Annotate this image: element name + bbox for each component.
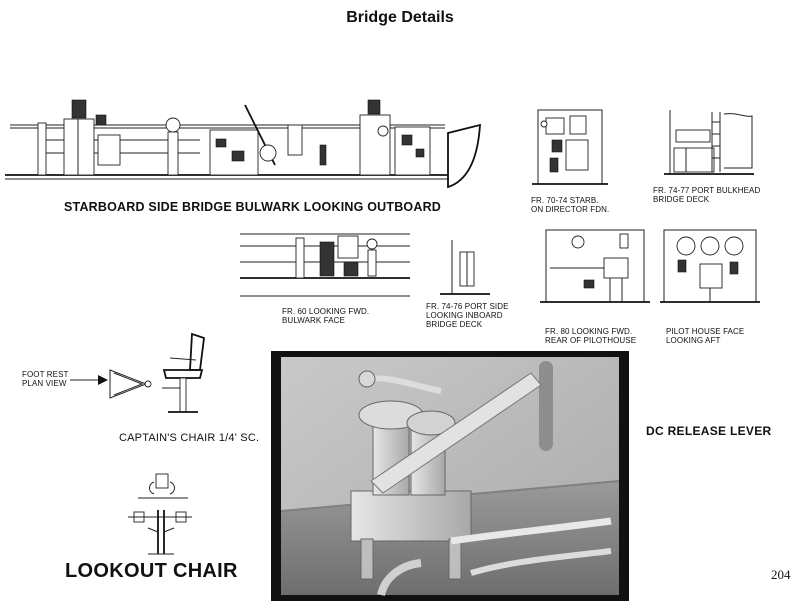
foot-rest-caption: FOOT REST PLAN VIEW <box>22 370 69 388</box>
lookout-chair-drawing <box>128 473 192 555</box>
starboard-bulwark-drawing <box>5 99 481 189</box>
lookout-chair-caption: LOOKOUT CHAIR <box>65 560 238 582</box>
captains-chair-caption: CAPTAIN'S CHAIR 1/4' SC. <box>119 432 260 444</box>
page-title: Bridge Details <box>346 9 454 26</box>
dc-release-lever-photo <box>271 351 629 601</box>
fr74-77-drawing <box>664 110 754 175</box>
foot-rest-arrow <box>70 375 108 385</box>
fr74-76-caption: Fr. 74-76 PORT SIDE LOOKING INBOARD BRID… <box>426 302 509 329</box>
pilot-house-drawing <box>660 229 760 303</box>
fr70-74-caption: Fr. 70-74 STARB. ON DIRECTOR FDN. <box>531 196 610 214</box>
fr74-76-drawing <box>440 240 490 295</box>
foot-rest-plan-drawing <box>109 369 152 399</box>
starboard-bulwark-caption: STARBOARD SIDE BRIDGE BULWARK LOOKING OU… <box>64 200 442 214</box>
fr80-drawing <box>540 229 650 303</box>
fr74-77-caption: Fr. 74-77 PORT BULKHEAD BRIDGE DECK <box>653 186 761 204</box>
fr80-caption: Fr. 80 LOOKING FWD. REAR OF PILOTHOUSE <box>545 327 637 345</box>
fr60-drawing <box>240 233 410 297</box>
page-number: 204 <box>771 567 791 582</box>
pilot-house-caption: PILOT HOUSE FACE LOOKING AFT <box>666 327 745 345</box>
fr70-74-drawing <box>532 109 608 185</box>
fr60-caption: Fr. 60 LOOKING FWD. BULWARK FACE <box>282 307 370 325</box>
dc-release-lever-caption: DC RELEASE LEVER <box>646 424 772 438</box>
captains-chair-drawing <box>162 332 205 413</box>
